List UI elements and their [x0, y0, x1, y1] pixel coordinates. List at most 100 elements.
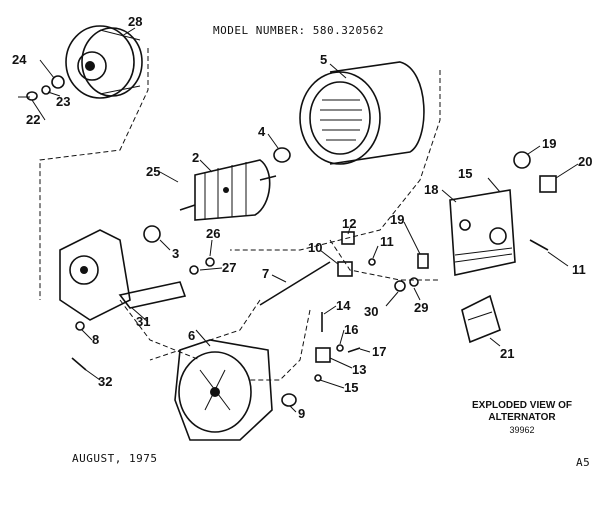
assembly-guide-line	[119, 299, 201, 361]
callout-3: 3	[172, 246, 179, 261]
callout-2: 2	[192, 150, 199, 165]
leader-line	[329, 357, 353, 369]
callout-26: 26	[206, 226, 220, 241]
callout-23: 23	[56, 94, 70, 109]
stator-housing-part	[299, 61, 425, 165]
terminal-part	[539, 175, 557, 193]
leader-line	[271, 274, 287, 283]
washer-part	[394, 280, 406, 292]
screw-part	[71, 357, 87, 371]
callout-15: 15	[458, 166, 472, 181]
callout-24: 24	[12, 52, 27, 67]
assembly-guide-line	[250, 309, 311, 381]
leader-line	[81, 329, 93, 341]
spacer-part	[281, 393, 297, 407]
screw-part	[368, 258, 376, 266]
sleeve-part	[143, 225, 161, 243]
screw-part	[347, 347, 361, 353]
callout-20: 20	[578, 154, 592, 169]
assembly-guide-line	[149, 299, 261, 361]
callout-16: 16	[344, 322, 358, 337]
assembly-guide-line	[329, 239, 440, 281]
callout-27: 27	[222, 260, 236, 275]
leader-line	[47, 91, 61, 97]
callout-17: 17	[372, 344, 386, 359]
leader-line	[347, 227, 351, 235]
callout-25: 25	[146, 164, 160, 179]
callout-12: 12	[342, 216, 356, 231]
callout-28: 28	[128, 14, 142, 29]
callout-10: 10	[308, 240, 322, 255]
leader-line	[131, 307, 149, 323]
leader-line	[555, 163, 579, 179]
leader-line	[339, 329, 345, 345]
date-label: AUGUST, 1975	[72, 452, 158, 465]
screw-part	[189, 265, 199, 275]
washer-nut-parts	[18, 75, 65, 101]
leader-line	[267, 133, 279, 149]
leader-line	[85, 369, 101, 381]
leader-line	[403, 221, 421, 255]
callout-4: 4	[258, 124, 266, 139]
leader-line	[199, 159, 213, 173]
callout-30: 30	[364, 304, 378, 319]
callout-7: 7	[262, 266, 269, 281]
assembly-guide-line	[39, 48, 149, 300]
callout-22: 22	[26, 112, 40, 127]
callout-19: 19	[390, 212, 404, 227]
callout-11: 11	[380, 234, 394, 249]
bearing-part	[273, 147, 291, 163]
leader-line	[195, 329, 211, 347]
leader-line	[319, 379, 345, 389]
diagram-caption: EXPLODED VIEW OF ALTERNATOR 39962	[462, 400, 582, 436]
page-code-label: A5	[576, 456, 591, 469]
washer-part	[314, 374, 322, 382]
callout-19: 19	[542, 136, 556, 151]
leader-line	[323, 305, 337, 315]
brush-holder-part	[337, 231, 355, 277]
callout-32: 32	[98, 374, 112, 389]
leader-line	[489, 337, 501, 347]
nut-part	[409, 277, 419, 287]
rotor-part	[179, 159, 277, 221]
cover-part	[461, 294, 501, 344]
model-number-label: MODEL NUMBER: 580.320562	[213, 24, 384, 37]
callout-6: 6	[188, 328, 195, 343]
leader-line	[159, 171, 179, 183]
callout-11: 11	[572, 262, 586, 277]
washer-part	[75, 321, 85, 331]
callout-21: 21	[500, 346, 514, 361]
leader-line	[31, 99, 46, 121]
leader-line	[121, 27, 136, 37]
diode-part	[315, 347, 331, 363]
screw-part	[529, 239, 549, 251]
mounting-plate-part	[118, 281, 187, 309]
leader-line	[209, 239, 213, 257]
callout-29: 29	[414, 300, 428, 315]
callout-8: 8	[92, 332, 99, 347]
callout-13: 13	[352, 362, 366, 377]
leader-line	[487, 177, 501, 193]
nut-part	[205, 257, 215, 267]
callout-31: 31	[136, 314, 150, 329]
regulator-plate-part	[449, 189, 516, 276]
callout-5: 5	[320, 52, 327, 67]
knob-part	[513, 151, 531, 169]
leader-line	[319, 249, 339, 265]
leader-line	[547, 251, 569, 267]
leader-line	[159, 239, 171, 251]
clip-part	[417, 253, 429, 269]
leader-line	[359, 348, 371, 353]
caption-line-2: ALTERNATOR	[488, 412, 556, 423]
leader-line	[199, 267, 223, 271]
callout-14: 14	[336, 298, 351, 313]
pulley-fan-part	[65, 25, 143, 99]
assembly-guide-line	[230, 70, 441, 251]
leader-line	[413, 287, 421, 301]
leader-line	[329, 63, 347, 79]
leader-line	[372, 245, 379, 259]
leader-line	[527, 145, 541, 155]
